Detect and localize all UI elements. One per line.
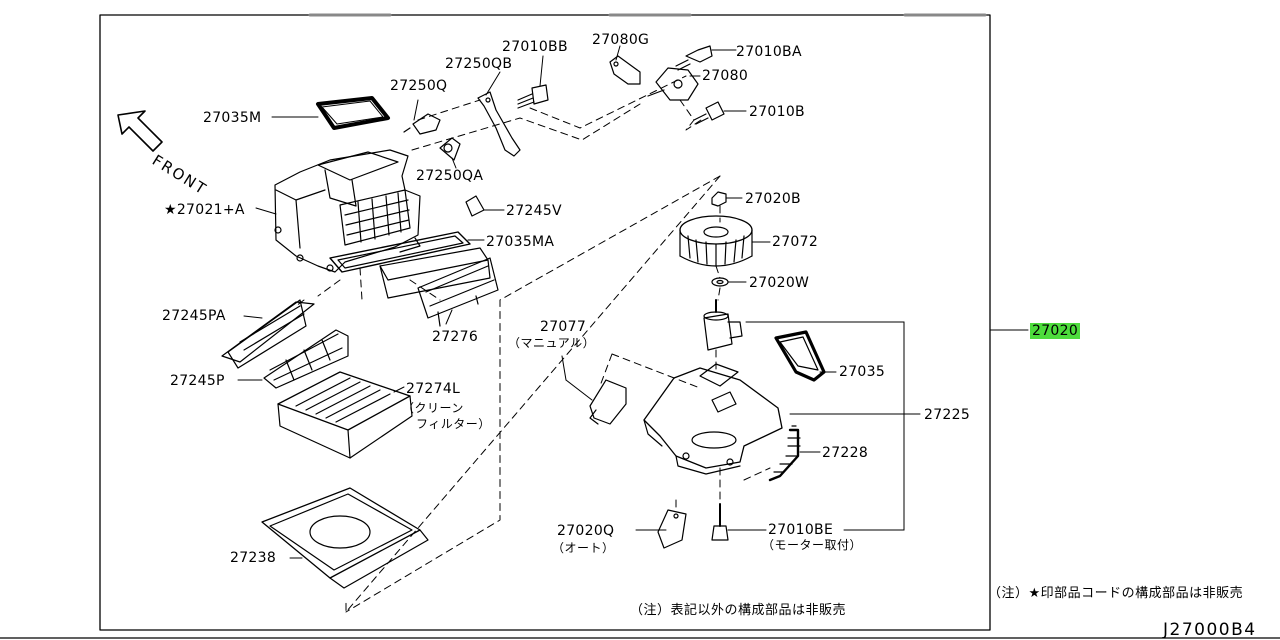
label-27274L: 27274L xyxy=(406,381,461,397)
label-27245P: 27245P xyxy=(170,373,225,389)
label-27010BB: 27010BB xyxy=(502,39,568,55)
label-27245PA: 27245PA xyxy=(162,308,226,324)
part-27250Q-clip xyxy=(403,113,441,135)
label-27010BE-note: （モーター取付） xyxy=(762,538,863,552)
part-27077-actuator xyxy=(589,379,627,425)
front-arrow-icon xyxy=(117,110,163,152)
label-27228: 27228 xyxy=(822,445,869,461)
label-27250Q: 27250Q xyxy=(390,78,448,94)
part-27250QB-bracket xyxy=(477,91,521,157)
leader-lines xyxy=(237,45,1029,559)
part-27250QA-clip xyxy=(439,137,461,161)
label-27225: 27225 xyxy=(924,407,971,423)
part-27020B-nut xyxy=(711,191,727,207)
label-27020B: 27020B xyxy=(745,191,801,207)
label-27010B: 27010B xyxy=(749,104,805,120)
label-27020-highlighted[interactable]: 27020 xyxy=(1030,323,1081,339)
label-27010BE: 27010BE xyxy=(768,522,834,538)
star-note: （注）★印部品コードの構成部品は非販売 xyxy=(988,586,1244,601)
part-27072-fan xyxy=(679,215,753,267)
label-27072: 27072 xyxy=(772,234,819,250)
label-27020Q-note: （オート） xyxy=(552,541,615,555)
label-27035: 27035 xyxy=(839,364,886,380)
part-27010B-bolt xyxy=(693,101,725,125)
label-27080G: 27080G xyxy=(592,32,650,48)
label-27077-note: （マニュアル） xyxy=(508,336,596,350)
diagram-frame xyxy=(99,14,991,631)
part-27274L-filter xyxy=(277,371,413,459)
part-27035M-gasket xyxy=(316,96,390,130)
label-27021A: ★27021+A xyxy=(164,202,245,218)
part-27035-gasket xyxy=(774,330,826,382)
label-27035MA: 27035MA xyxy=(486,234,555,250)
label-27276: 27276 xyxy=(432,329,479,345)
part-27276-frame xyxy=(417,257,499,327)
label-27020W: 27020W xyxy=(749,275,810,291)
label-27238: 27238 xyxy=(230,550,277,566)
label-27274L-note-1: （クリーン xyxy=(402,401,464,415)
part-27228-hose xyxy=(768,425,801,482)
label-27077: 27077 xyxy=(540,319,587,335)
part-27020Q-resistor xyxy=(657,509,687,549)
diagram-code: J27000B4 xyxy=(1163,620,1257,640)
label-27245V: 27245V xyxy=(506,203,562,219)
label-27020Q: 27020Q xyxy=(557,523,615,539)
part-frame-plate xyxy=(379,247,491,299)
part-27225-blower-case xyxy=(643,363,783,475)
part-27238-duct xyxy=(261,487,429,589)
part-27080-actuator xyxy=(647,67,699,101)
part-27245P-grille xyxy=(263,329,349,389)
label-27250QA: 27250QA xyxy=(416,168,484,184)
bottom-note: （注）表記以外の構成部品は非販売 xyxy=(630,603,847,618)
part-27010BA-bolt xyxy=(675,45,713,71)
part-27080G-bracket xyxy=(609,55,641,85)
part-27010BB-bolt xyxy=(517,84,549,109)
part-27245V-clip xyxy=(465,195,485,217)
part-27245PA-grille xyxy=(221,299,315,369)
part-27010BE-bolt xyxy=(711,503,729,541)
part-27020W-washer xyxy=(711,277,729,287)
part-27035MA-gasket xyxy=(329,231,471,273)
label-27274L-note-2: フィルター） xyxy=(416,417,491,431)
part-27021A-intake-housing xyxy=(274,149,421,273)
dashed-assembly-lines xyxy=(295,75,771,613)
label-27080: 27080 xyxy=(702,68,749,84)
label-27250QB: 27250QB xyxy=(445,56,513,72)
label-27035M: 27035M xyxy=(203,110,262,126)
label-27010BA: 27010BA xyxy=(736,44,802,60)
part-blower-motor xyxy=(703,299,743,351)
